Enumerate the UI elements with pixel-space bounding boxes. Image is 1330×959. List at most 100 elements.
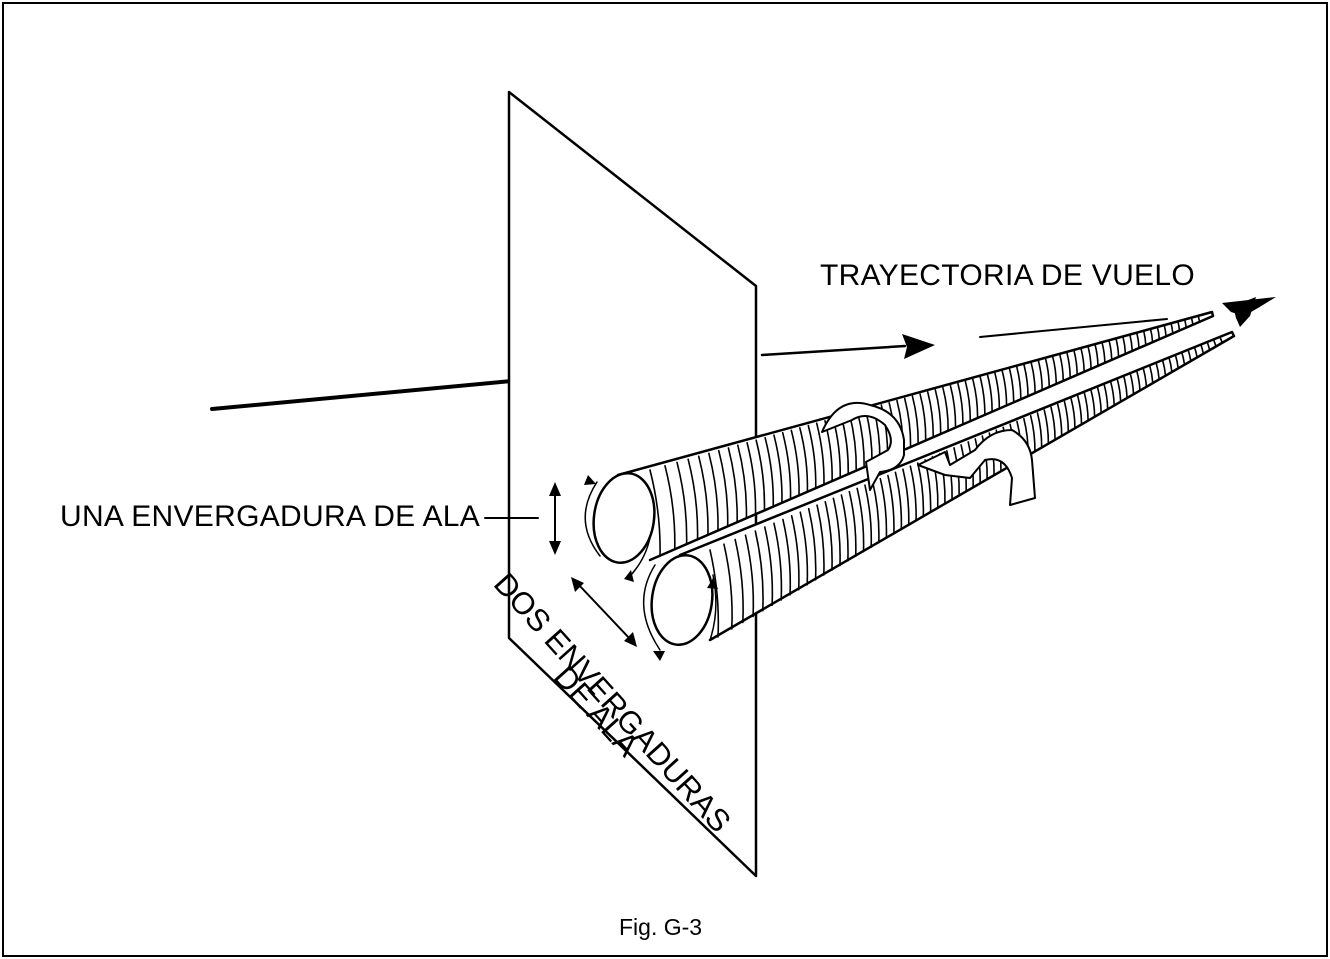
vortex-hatch-line bbox=[1177, 320, 1181, 331]
vortex-hatch-line bbox=[755, 439, 766, 512]
two-wingspans-dimension bbox=[571, 577, 637, 647]
vortex-hatch-line bbox=[1136, 332, 1140, 349]
vortex-hatch-line bbox=[816, 504, 825, 576]
vortex-hatch-line bbox=[1029, 414, 1036, 452]
vortex-hatch-line bbox=[649, 469, 661, 557]
vortex-hatch-line bbox=[879, 477, 888, 540]
vortex-hatch-line bbox=[764, 436, 775, 508]
vortex-hatch-line bbox=[807, 424, 817, 489]
airplane-icon bbox=[1222, 297, 1276, 327]
vortex-hatch-line bbox=[781, 431, 792, 500]
vortex-hatch-line bbox=[1212, 338, 1217, 347]
vortex-hatch-line bbox=[734, 538, 744, 624]
vortex-hatch-line bbox=[1076, 395, 1083, 425]
vortex-hatch-line bbox=[717, 449, 729, 528]
vortex-hatch-line bbox=[1108, 340, 1113, 360]
flight-path-label: TRAYECTORIA DE VUELO bbox=[820, 259, 1195, 292]
vortex-hatch-line bbox=[887, 474, 895, 535]
vortex-hatch-line bbox=[1187, 349, 1192, 361]
vortex-hatch-line bbox=[919, 393, 927, 441]
vortex-hatch-line bbox=[894, 471, 903, 531]
vortex-hatch-line bbox=[1148, 365, 1154, 383]
vortex-hatch-line bbox=[1044, 358, 1050, 388]
vortex-hatch-line bbox=[856, 487, 865, 553]
vortex-hatch-line bbox=[1080, 348, 1085, 372]
vortex-hatch-line bbox=[1090, 389, 1096, 417]
vortex-hatch-line bbox=[664, 464, 676, 551]
vortex-hatch-line bbox=[1206, 341, 1211, 350]
vortex-hatch-line bbox=[1109, 381, 1115, 406]
vortex-hatch-line bbox=[727, 447, 738, 524]
vortex-hatch-line bbox=[1193, 346, 1198, 358]
vortex-hatch-line bbox=[964, 380, 972, 422]
vortex-hatch-line bbox=[911, 395, 919, 445]
vortex-hatch-line bbox=[1015, 366, 1022, 400]
vortex-hatch-line bbox=[723, 543, 733, 630]
vortex-hatch-line bbox=[799, 427, 809, 493]
vortex-hatch-line bbox=[1094, 344, 1099, 366]
vortex-hatch-line bbox=[1056, 403, 1063, 437]
vortex-hatch-line bbox=[957, 382, 964, 425]
vortex-hatch-line bbox=[934, 389, 942, 435]
vortex-hatch-line bbox=[1163, 324, 1167, 337]
rotation-arrow-icon bbox=[821, 401, 1036, 506]
vortex-hatch-line bbox=[1023, 364, 1029, 397]
vortex-hatch-line bbox=[1142, 367, 1148, 387]
vortex-hatch-line bbox=[746, 441, 757, 516]
vortex-hatch-line bbox=[1087, 346, 1092, 369]
vortex-hatch-line bbox=[790, 429, 800, 497]
vortex-hatch-line bbox=[1101, 342, 1106, 363]
vortex-hatch-line bbox=[1008, 368, 1015, 403]
vortex-hatch-line bbox=[1181, 351, 1186, 365]
flight-direction-arrowhead bbox=[902, 334, 935, 359]
vortex-hatch-line bbox=[1123, 375, 1128, 398]
vortex-hatch-line bbox=[1063, 400, 1070, 433]
vortex-hatch-line bbox=[737, 444, 748, 520]
vortex-hatch-line bbox=[1096, 386, 1102, 414]
vortex-hatch-line bbox=[902, 468, 910, 527]
vortex-hatch-line bbox=[799, 511, 809, 586]
vortex-hatch-line bbox=[754, 530, 764, 612]
vortex-hatch-line bbox=[744, 534, 755, 618]
vortex-hatch-line bbox=[986, 374, 993, 413]
vortex-hatch-line bbox=[1129, 334, 1133, 351]
vortex-hatch-line bbox=[1050, 406, 1056, 441]
vortex-hatch-line bbox=[926, 391, 935, 438]
vortex-hatch-line bbox=[1183, 318, 1187, 328]
vortex-hatch-line bbox=[1200, 343, 1204, 354]
vortex-hatch-line bbox=[1066, 352, 1071, 378]
vortex-hatch-line bbox=[832, 497, 841, 567]
vortex-hatch-line bbox=[1103, 384, 1109, 410]
vortex-hatch-line bbox=[1161, 359, 1167, 376]
vortex-hatch-line bbox=[1218, 335, 1223, 343]
vortex-hatch-line bbox=[1136, 370, 1141, 391]
vortex-hatch-line bbox=[1030, 362, 1036, 394]
one-wingspan-label: UNA ENVERGADURA DE ALA bbox=[60, 500, 481, 533]
vortex-hatch-line bbox=[848, 490, 857, 558]
vortex-hatch-line bbox=[1129, 373, 1135, 395]
flight-path-line-front bbox=[979, 318, 1168, 338]
vortex-hatch-line bbox=[824, 500, 833, 572]
vortex-hatch-line bbox=[1083, 392, 1089, 421]
vortex-hatch-line bbox=[1036, 412, 1043, 449]
vortex-hatch-line bbox=[903, 397, 912, 448]
vortex-hatch-line bbox=[840, 494, 849, 562]
vortex-hatch-line bbox=[1115, 338, 1120, 357]
vortex-hatch-line bbox=[697, 455, 709, 536]
vortex-hatch-line bbox=[763, 526, 774, 607]
vortex-hatch-line bbox=[1156, 326, 1161, 340]
vortex-hatch-line bbox=[807, 507, 817, 581]
vortex-hatch-line bbox=[916, 462, 925, 518]
vortex-hatch-line bbox=[1174, 354, 1179, 369]
right-wingtip-vortex bbox=[643, 330, 1236, 661]
vortex-hatch-line bbox=[1168, 357, 1173, 372]
vortex-hatch-line bbox=[1001, 370, 1008, 406]
vortex-hatch-line bbox=[790, 515, 800, 591]
vortex-hatch-line bbox=[1051, 356, 1057, 385]
vortex-hatch-line bbox=[994, 372, 1001, 409]
vortex-hatch-line bbox=[709, 549, 720, 638]
vortex-hatch-line bbox=[782, 518, 792, 596]
vortex-hatch-line bbox=[1073, 350, 1078, 375]
vortex-hatch-line bbox=[979, 376, 986, 416]
flight-path-line-mid bbox=[760, 344, 907, 357]
